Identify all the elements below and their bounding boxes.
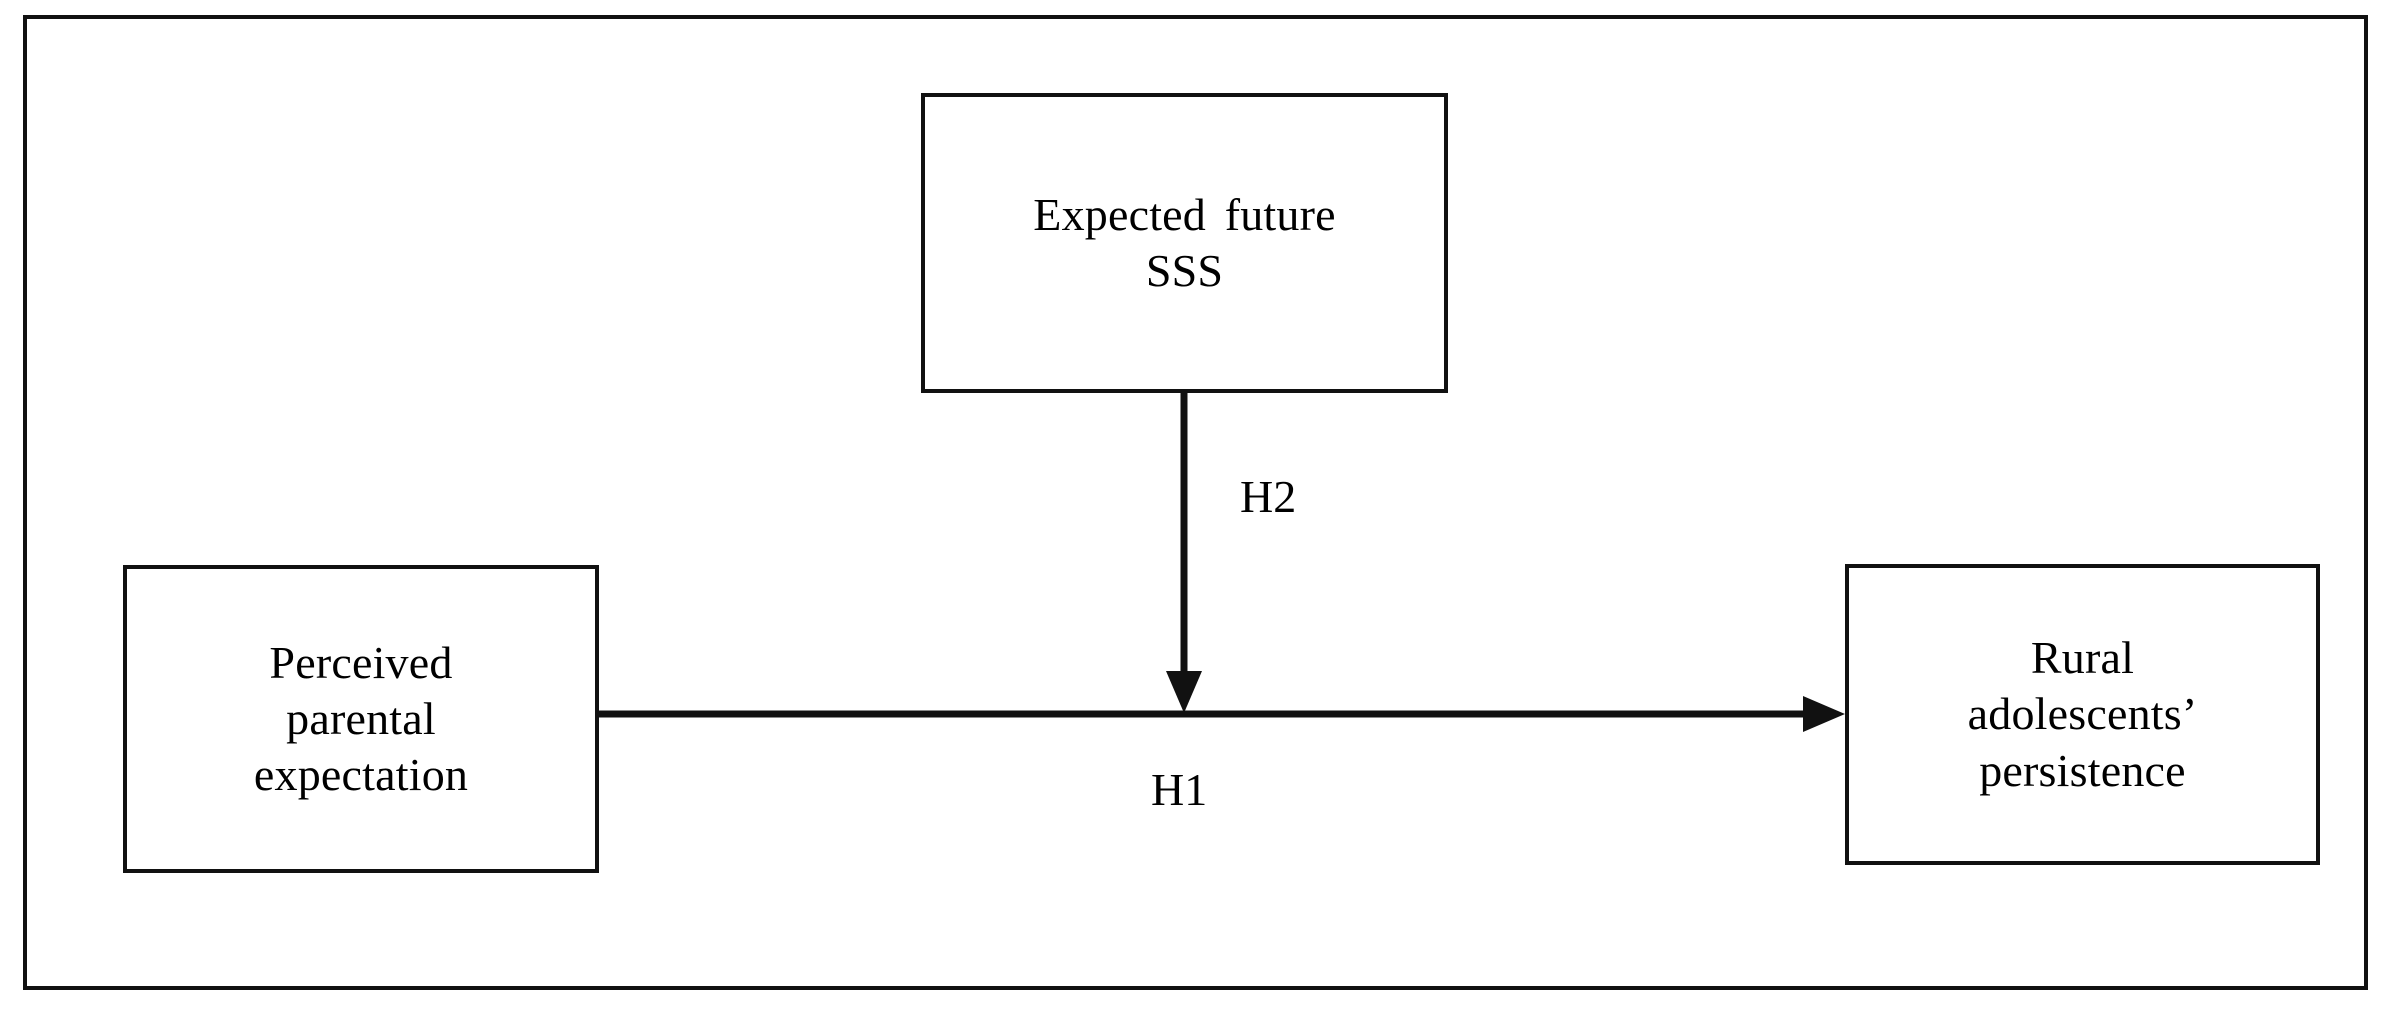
node-label-expected-future-sss: Expected future SSS	[1033, 188, 1336, 296]
node-label-perceived-parental-expectation: Perceived parental expectation	[253, 636, 469, 801]
node-expected-future-sss: Expected future SSS	[921, 93, 1448, 393]
figure-outer-frame: Expected future SSS Perceived parental e…	[23, 15, 2368, 990]
path-arrow-h2	[1166, 385, 1202, 713]
node-label-rural-adolescents-persistence: Rural adolescents’ persistence	[1967, 632, 2198, 796]
node-rural-adolescents-persistence: Rural adolescents’ persistence	[1845, 564, 2320, 865]
node-perceived-parental-expectation: Perceived parental expectation	[123, 565, 599, 873]
path-label-h1: H1	[1151, 764, 1208, 815]
path-label-h2: H2	[1240, 471, 1297, 522]
arrow-down-icon	[1166, 671, 1202, 713]
path-arrow-h1	[598, 696, 1845, 732]
arrow-right-icon	[1803, 696, 1845, 732]
